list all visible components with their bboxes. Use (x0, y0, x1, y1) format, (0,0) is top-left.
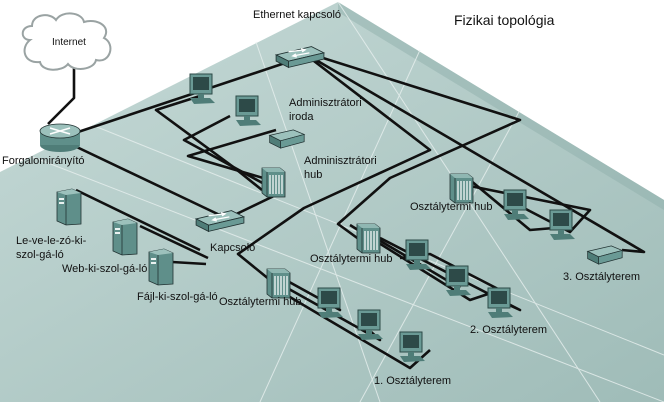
admin-office-label-line1: Adminisztrátori (289, 97, 362, 109)
internet-label: Internet (52, 37, 86, 48)
mail-server-icon (56, 188, 82, 226)
classroom-hub-3-icon (449, 173, 474, 204)
mail-server-label: Le-ve-le-zó-ki- szol-gá-ló (16, 235, 89, 261)
classroom-hub-1-label: Osztálytermi hub (219, 296, 302, 308)
admin-hub-icon (261, 167, 286, 198)
cable-network (47, 50, 646, 370)
mail-server-label-line1: Le-ve-le-zó-ki- (16, 235, 87, 247)
classroom-3-computer-2-icon (549, 209, 576, 241)
admin-computer-1-icon (189, 73, 216, 105)
admin-hub-label: Adminisztrátori hub (304, 155, 380, 181)
cloud-icon (21, 12, 112, 71)
classroom-hub-2-label: Osztálytermi hub (310, 253, 393, 265)
router-label: Forgalomirányító (2, 155, 85, 167)
diagram-title: Fizikai topológia (454, 12, 555, 28)
classroom-1-computer-2-icon (357, 309, 384, 341)
admin-office-label-line2: iroda (289, 111, 314, 123)
classroom-hub-2-icon (356, 223, 381, 254)
admin-computer-2-icon (235, 95, 262, 127)
router-icon (39, 123, 81, 152)
file-server-icon (148, 248, 174, 286)
admin-hub-label-line1: Adminisztrátori (304, 155, 377, 167)
classroom-3-label: 3. Osztályterem (563, 271, 640, 283)
web-server-icon (112, 218, 138, 256)
web-server-label: Web-ki-szol-gá-ló (62, 263, 147, 275)
classroom-3-computer-1-icon (503, 189, 530, 221)
classroom-hub-3-label: Osztálytermi hub (410, 201, 493, 213)
classroom-2-computer-3-icon (487, 287, 514, 319)
classroom-1-computer-3-icon (399, 331, 426, 363)
switch-label: Kapcsoló (210, 242, 255, 254)
classroom-2-computer-2-icon (445, 265, 472, 297)
classroom-2-computer-1-icon (405, 239, 432, 271)
file-server-label: Fájl-ki-szol-gá-ló (137, 291, 218, 303)
classroom-2-label: 2. Osztályterem (470, 324, 547, 336)
admin-office-label: Adminisztrátori iroda (289, 97, 365, 123)
mail-server-label-line2: szol-gá-ló (16, 249, 64, 261)
ethernet-switch-label: Ethernet kapcsoló (253, 9, 341, 21)
classroom-hub-1-icon (266, 268, 291, 299)
classroom-1-label: 1. Osztályterem (374, 375, 451, 387)
admin-hub-label-line2: hub (304, 169, 322, 181)
classroom-1-computer-1-icon (317, 287, 344, 319)
